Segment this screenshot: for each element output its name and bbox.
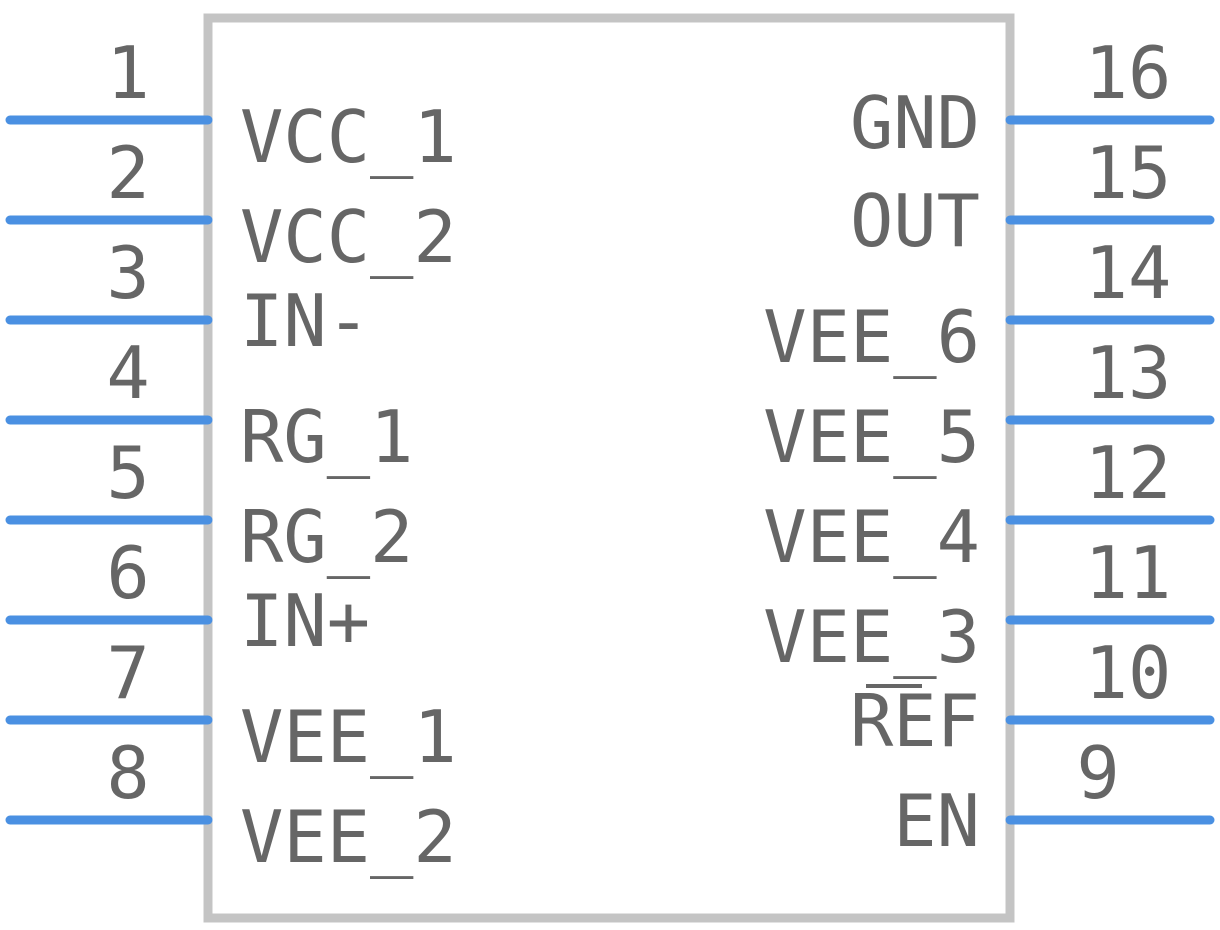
left-pin: 5 RG_2: [5, 431, 413, 579]
pin-number: 16: [1085, 31, 1172, 115]
pin-number: 7: [106, 631, 149, 715]
left-pin: 1 VCC_1: [5, 31, 457, 179]
pin-number: 5: [106, 431, 149, 515]
left-pin: 2 VCC_2: [5, 131, 457, 279]
pin-number: 2: [106, 131, 149, 215]
pin-number: 8: [106, 731, 149, 815]
pin-number: 3: [106, 231, 149, 315]
pin-number: 15: [1085, 131, 1172, 215]
left-pin: 8 VEE_2: [5, 731, 457, 879]
right-pin: 12 VEE_4: [763, 431, 1215, 579]
pin-name: VEE_3: [763, 595, 980, 679]
pin-number: 13: [1085, 331, 1172, 415]
left-pin: 7 VEE_1: [5, 631, 457, 779]
pin-name: VEE_4: [763, 495, 980, 579]
right-pin: 15 OUT: [850, 131, 1215, 263]
pin-number: 11: [1085, 531, 1172, 615]
right-pin: 13 VEE_5: [763, 331, 1215, 479]
pin-name: EN: [893, 779, 980, 863]
pin-number: 10: [1085, 631, 1172, 715]
pin-number: 4: [106, 331, 149, 415]
right-pin: 16 GND: [850, 31, 1215, 165]
pin-number: 9: [1076, 731, 1119, 815]
pin-name: RG_1: [240, 395, 413, 479]
pin-name: VEE_2: [240, 795, 457, 879]
pin-name: VCC_2: [240, 195, 457, 279]
pin-name: IN-: [240, 279, 370, 363]
component-body: [203, 13, 1015, 923]
pin-name: GND: [850, 81, 980, 165]
pin-name: VCC_1: [240, 95, 457, 179]
pin-name: VEE_1: [240, 695, 457, 779]
pin-name: VEE_5: [763, 395, 980, 479]
pin-name: VEE_6: [763, 295, 980, 379]
pin-name: RG_2: [240, 495, 413, 579]
pin-number: 12: [1085, 431, 1172, 515]
pin-number: 14: [1085, 231, 1172, 315]
right-pin: 14 VEE_6: [763, 231, 1215, 379]
right-pin: 9 EN: [893, 731, 1215, 863]
pin-number: 6: [106, 531, 149, 615]
pin-number: 1: [106, 31, 149, 115]
pin-name: IN+: [240, 579, 370, 663]
pin-name: OUT: [850, 179, 980, 263]
left-pin: 3 IN-: [5, 231, 370, 363]
right-pin: 10 REF: [850, 631, 1215, 763]
right-pin: 11 VEE_3: [763, 531, 1215, 679]
pin-name: REF: [850, 679, 980, 763]
left-pin: 4 RG_1: [5, 331, 413, 479]
left-pin: 6 IN+: [5, 531, 370, 663]
